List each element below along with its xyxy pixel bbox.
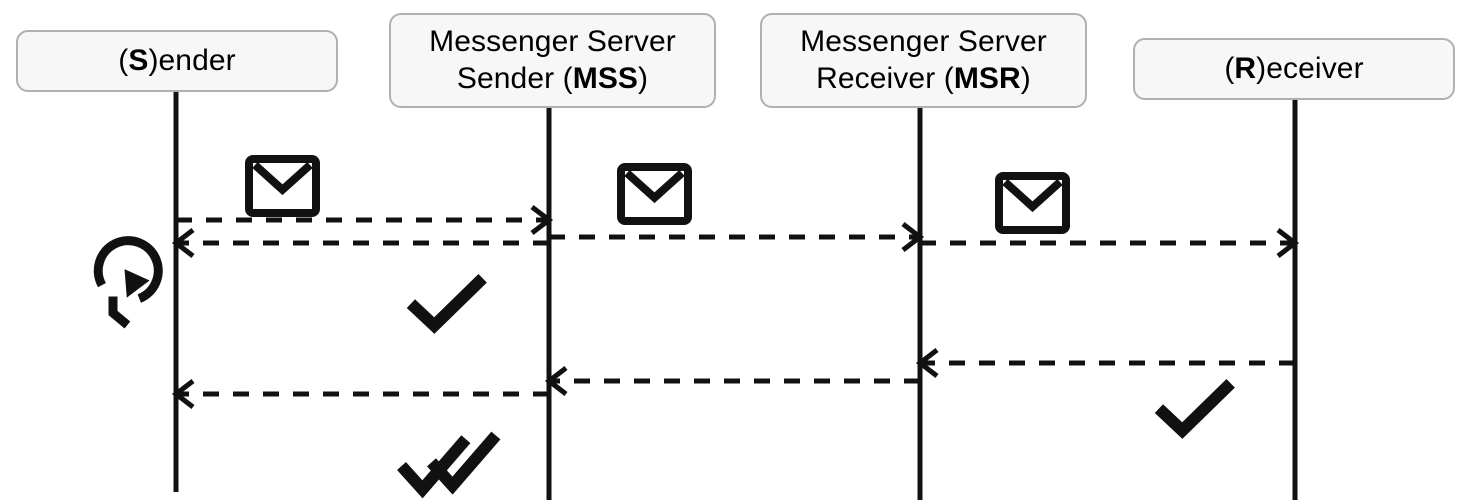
icons-group: [93, 155, 1235, 499]
messages-group: [171, 205, 1300, 409]
arrow-head: [171, 228, 195, 258]
actor-label-sender: (S)ender: [118, 43, 236, 77]
envelope-icon: [245, 155, 320, 217]
message-arrow-m6[interactable]: [544, 366, 920, 396]
single-check-icon: [1154, 379, 1235, 439]
envelope-icon: [617, 163, 692, 225]
lifelines-group: [173, 92, 1298, 500]
actor-box-sender[interactable]: (S)ender: [16, 30, 338, 92]
clock-retry-icon: [93, 236, 163, 329]
arrow-head: [1276, 228, 1300, 258]
double-check-icon: [397, 431, 501, 499]
message-arrow-m2[interactable]: [171, 228, 549, 258]
arrow-head: [915, 348, 939, 378]
actor-label-receiver: (R)eceiver: [1224, 51, 1364, 85]
arrow-head: [901, 222, 925, 252]
actor-box-receiver[interactable]: (R)eceiver: [1133, 38, 1455, 100]
message-arrow-m1[interactable]: [176, 205, 554, 235]
message-arrow-m5[interactable]: [915, 348, 1295, 378]
arrow-head: [544, 366, 568, 396]
message-arrow-m3[interactable]: [549, 222, 925, 252]
message-arrow-m4[interactable]: [920, 228, 1300, 258]
envelope-icon: [995, 172, 1070, 234]
single-check-icon: [406, 274, 487, 334]
arrow-head: [171, 379, 195, 409]
message-arrow-m7[interactable]: [171, 379, 549, 409]
arrow-head: [530, 205, 554, 235]
